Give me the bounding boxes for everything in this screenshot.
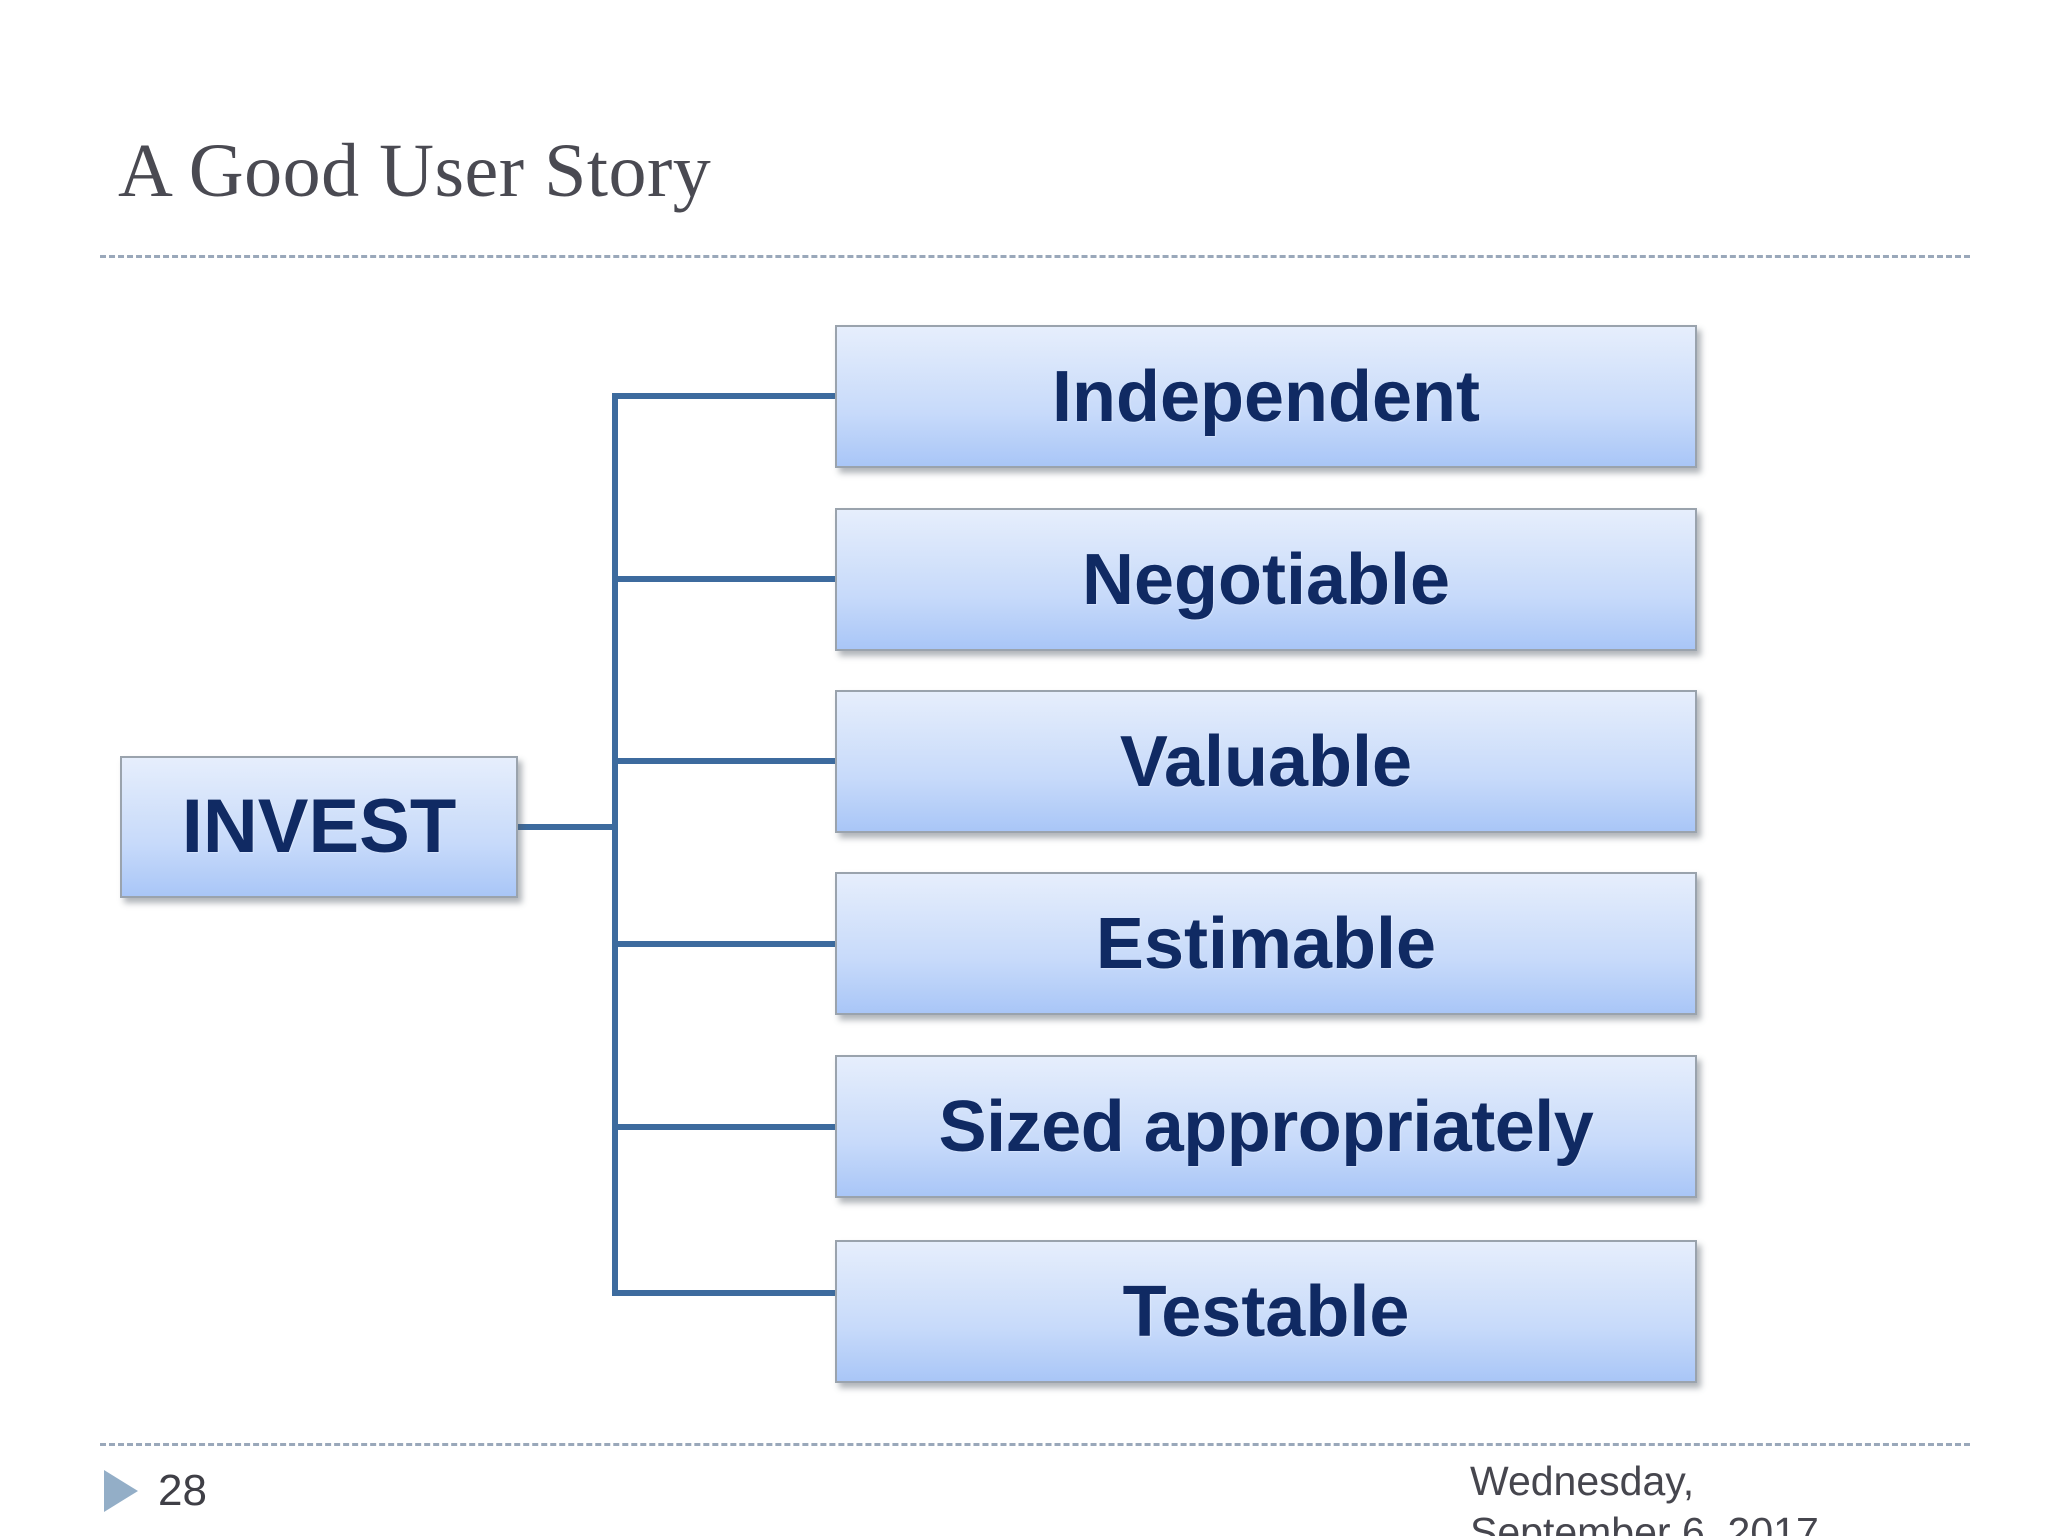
diagram-node-root-label: INVEST <box>181 784 457 869</box>
footer-date: Wednesday, September 6, 2017 <box>1470 1458 1819 1536</box>
diagram-node-label: Independent <box>1052 356 1480 437</box>
diagram-node-testable[interactable]: Testable <box>835 1240 1697 1383</box>
diagram-node-valuable[interactable]: Valuable <box>835 690 1697 833</box>
diagram-node-label: Estimable <box>1095 903 1437 984</box>
title-divider <box>100 255 1970 258</box>
connector-branch-valuable <box>612 758 840 764</box>
slide-number: 28 <box>158 1466 207 1515</box>
diagram-node-negotiable[interactable]: Negotiable <box>835 508 1697 651</box>
connector-branch-sized-appropriately <box>612 1124 840 1130</box>
diagram-node-sized-appropriately[interactable]: Sized appropriately <box>835 1055 1697 1198</box>
diagram-node-label: Negotiable <box>1081 539 1451 620</box>
connector-branch-negotiable <box>612 576 840 582</box>
footer-divider <box>100 1443 1970 1446</box>
connector-spine <box>612 395 618 1295</box>
connector-branch-independent <box>612 393 840 399</box>
diagram-node-label: Testable <box>1122 1271 1410 1352</box>
connector-branch-testable <box>612 1290 840 1296</box>
diagram-node-estimable[interactable]: Estimable <box>835 872 1697 1015</box>
connector-branch-estimable <box>612 941 840 947</box>
connector-root-to-spine <box>512 824 618 830</box>
diagram-node-label: Valuable <box>1119 721 1413 802</box>
diagram-node-root[interactable]: INVEST <box>120 756 518 898</box>
diagram-node-independent[interactable]: Independent <box>835 325 1697 468</box>
page-title: A Good User Story <box>118 129 712 213</box>
triangle-right-icon <box>104 1470 138 1512</box>
diagram-node-label: Sized appropriately <box>938 1086 1594 1167</box>
